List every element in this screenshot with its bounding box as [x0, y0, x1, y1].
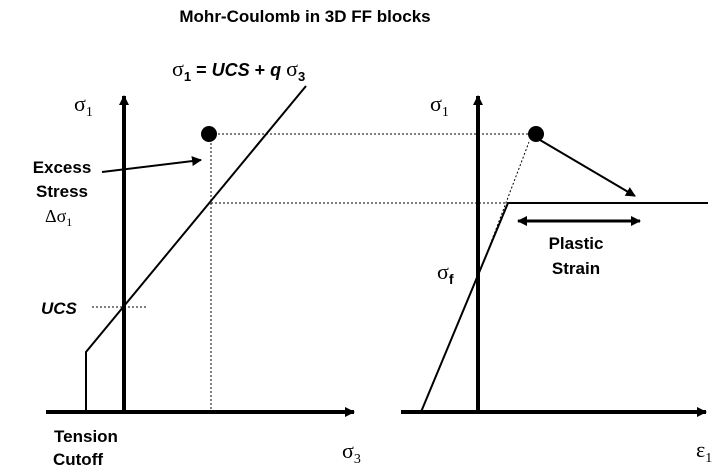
right-x-axis-label: ε1 — [696, 437, 712, 466]
stress-return-arrow — [539, 139, 636, 197]
sigma-f-label: σf — [437, 259, 454, 287]
right-y-axis-label: σ1 — [430, 91, 449, 120]
excess-stress-arrow — [101, 156, 202, 173]
formula-sigma3: σ — [286, 56, 298, 81]
delta-sigma1-label: Δσ1 — [45, 206, 72, 229]
formula-equals: = — [191, 60, 212, 80]
formula-sigma1: σ — [172, 56, 184, 81]
elastic-trial-dotted-line — [475, 141, 530, 283]
failure-criterion-formula: σ1 = UCS + q σ3 — [172, 56, 305, 84]
right-stress-point — [528, 126, 544, 142]
formula-q: q — [270, 60, 281, 80]
failure-envelope-line — [85, 85, 307, 412]
left-y-axis-label: σ1 — [74, 91, 93, 120]
plastic-strain-label-line1: Plastic — [549, 234, 604, 253]
plastic-strain-label-line2: Strain — [552, 259, 600, 278]
excess-stress-label-line2: Stress — [36, 182, 88, 201]
ucs-label: UCS — [41, 299, 78, 318]
formula-plus: + — [250, 60, 271, 80]
formula-sigma3-sub: 3 — [298, 69, 305, 84]
formula-ucs: UCS — [212, 60, 250, 80]
left-stress-point — [201, 126, 217, 142]
excess-stress-label-line1: Excess — [33, 158, 92, 177]
left-x-axis-label: σ3 — [342, 438, 361, 467]
tension-cutoff-label-line2: Cutoff — [53, 450, 103, 469]
tension-cutoff-label-line1: Tension — [54, 427, 118, 446]
formula-sigma1-sub: 1 — [184, 69, 191, 84]
stress-strain-curve — [420, 202, 708, 413]
diagram-title: Mohr-Coulomb in 3D FF blocks — [179, 7, 430, 26]
